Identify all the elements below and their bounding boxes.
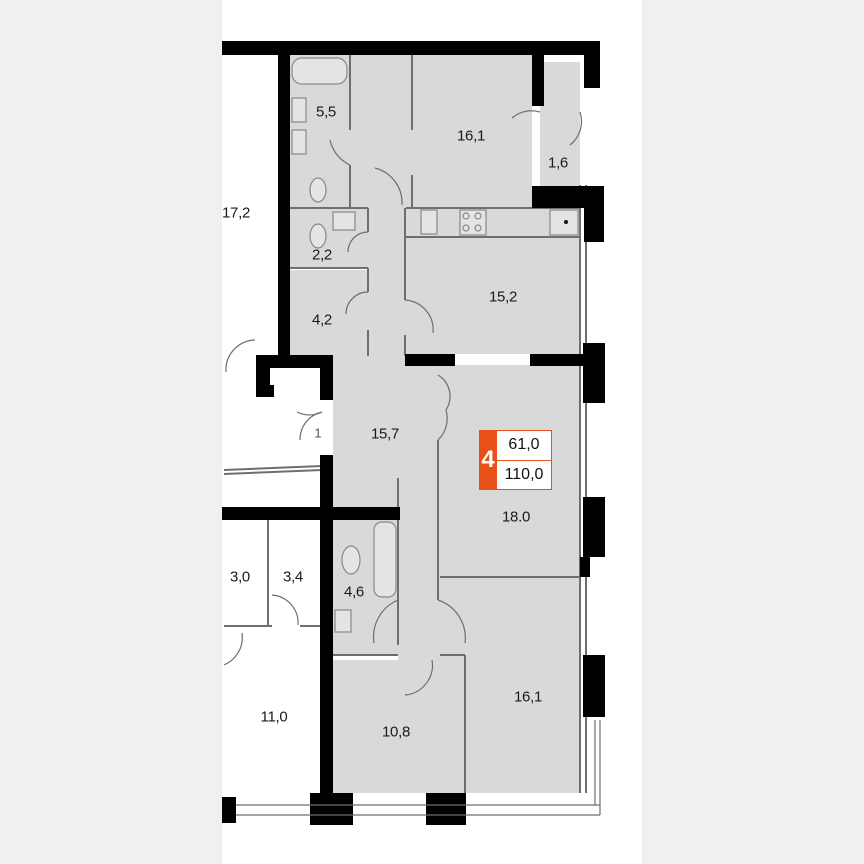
room-storage[interactable] [290, 270, 368, 356]
room-bedroom-top[interactable] [412, 55, 532, 208]
room-balcony-closet[interactable] [540, 62, 580, 187]
bathtub-icon [373, 521, 397, 598]
room-label-bedroom-bottom-left: 10,8 [382, 723, 410, 741]
total-area-value: 110,0 [497, 459, 551, 490]
bathtub-icon [291, 57, 348, 85]
room-label-kitchen: 15,2 [489, 288, 517, 306]
thin-walls [223, 55, 587, 793]
entrance-door-label: 1 [314, 425, 322, 441]
rooms-count: 4 [479, 430, 497, 490]
room-label-living: 18.0 [502, 508, 530, 526]
door-swings [223, 110, 583, 696]
fixtures [291, 57, 579, 633]
structural-walls [222, 41, 605, 825]
balcony-rail [236, 720, 601, 816]
sink-icon [291, 129, 307, 155]
room-bedroom-bottom-right[interactable] [440, 577, 580, 793]
room-label-storage: 4,2 [312, 311, 332, 329]
sink-icon [334, 609, 352, 633]
neighbor-label-small-2: 3,4 [283, 568, 303, 586]
sink-icon [291, 97, 307, 123]
room-label-bedroom-bottom-right: 16,1 [514, 688, 542, 706]
living-area-value: 61,0 [508, 436, 540, 454]
toilet-icon [309, 177, 327, 203]
toilet-icon [341, 545, 361, 575]
neighbor-label-left-bottom: 11,0 [260, 708, 288, 726]
room-label-bathroom-1: 5,5 [316, 103, 336, 121]
room-corridor-low[interactable] [398, 480, 440, 660]
room-label-wc: 2,2 [312, 246, 332, 264]
room-corridor-mid[interactable] [368, 170, 406, 370]
room-label-bedroom-top: 16,1 [457, 127, 485, 145]
toilet-icon [309, 223, 327, 249]
room-label-bathroom-2: 4,6 [344, 583, 364, 601]
neighbor-label-left-top: 17,2 [222, 204, 250, 222]
apartment-badge: 4 61,0 110,0 [479, 430, 552, 490]
fridge-icon [549, 209, 579, 236]
room-label-hallway: 15,7 [371, 425, 399, 443]
room-label-balcony-closet: 1,6 [548, 154, 568, 172]
neighbor-label-small-1: 3,0 [230, 568, 250, 586]
badge-areas: 61,0 110,0 [497, 430, 552, 490]
sink-icon [332, 211, 356, 231]
kitchen-sink-icon [420, 209, 438, 235]
